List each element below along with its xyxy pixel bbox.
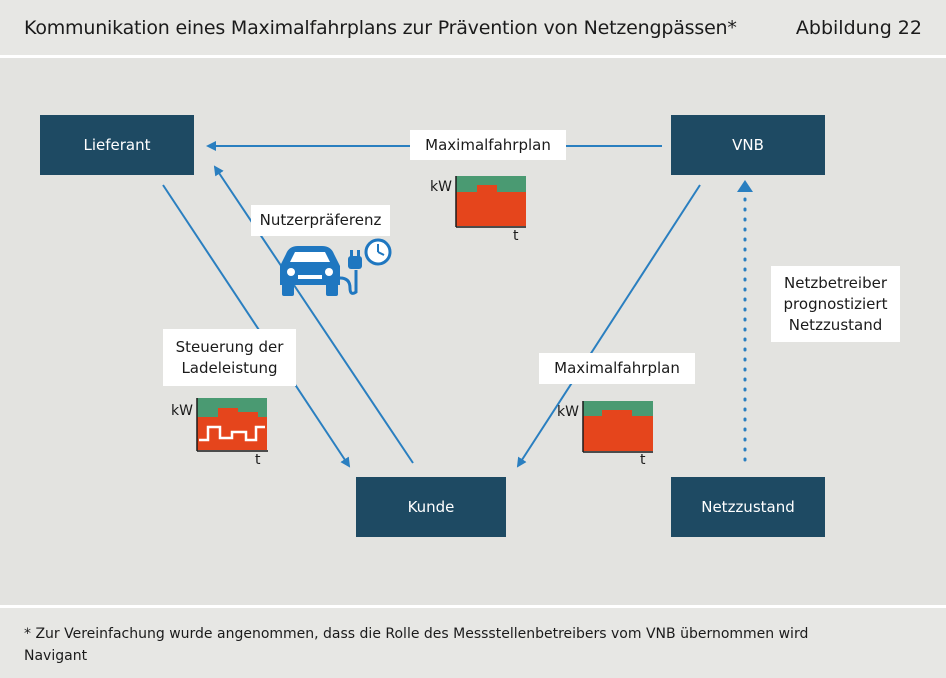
label-steuerung-line1: Steuerung der [175, 337, 284, 356]
page-title: Kommunikation eines Maximalfahrplans zur… [24, 17, 737, 39]
label-netzbetreiber-prognostiziert: Netzbetreiber prognostiziert Netzzustand [771, 266, 900, 342]
arrow-lieferant-to-kunde [162, 184, 351, 468]
mini-chart-right-ylabel: kW [557, 404, 579, 420]
node-vnb: VNB [671, 115, 825, 175]
clock-icon [364, 238, 392, 266]
footnote: * Zur Vereinfachung wurde angenommen, da… [24, 626, 809, 642]
mini-chart-right [582, 401, 653, 453]
label-netzbetreiber-line2: prognostiziert [783, 294, 888, 313]
node-lieferant: Lieferant [40, 115, 194, 175]
charging-plug-icon [339, 250, 362, 295]
node-netzzustand: Netzzustand [671, 477, 825, 537]
label-nutzerpraeferenz: Nutzerpräferenz [251, 205, 390, 236]
label-netzbetreiber-line3: Netzzustand [788, 315, 883, 334]
mini-chart-top-xlabel: t [513, 228, 519, 244]
mini-chart-top [455, 176, 526, 228]
arrow-netzzustand-to-vnb-head [737, 180, 753, 192]
mini-chart-left-xlabel: t [255, 452, 261, 468]
arrow-vnb-to-kunde [516, 184, 701, 468]
figure-label: Abbildung 22 [795, 17, 922, 39]
arrow-kunde-to-lieferant [213, 165, 414, 464]
node-kunde: Kunde [356, 477, 506, 537]
source-label: Navigant [24, 648, 88, 664]
mini-chart-top-ylabel: kW [430, 179, 452, 195]
label-maximalfahrplan-mid: Maximalfahrplan [539, 353, 695, 384]
label-netzbetreiber-line1: Netzbetreiber [784, 273, 887, 292]
header-bar: Kommunikation eines Maximalfahrplans zur… [0, 0, 946, 55]
electric-car-icon [280, 246, 340, 296]
label-steuerung-line2: Ladeleistung [181, 358, 278, 377]
label-steuerung-der-ladeleistung: Steuerung der Ladeleistung [163, 329, 296, 386]
mini-chart-left [196, 398, 268, 452]
mini-chart-left-ylabel: kW [171, 403, 193, 419]
footer-bar [0, 608, 946, 678]
label-maximalfahrplan-top: Maximalfahrplan [410, 130, 566, 160]
mini-chart-right-xlabel: t [640, 452, 646, 468]
